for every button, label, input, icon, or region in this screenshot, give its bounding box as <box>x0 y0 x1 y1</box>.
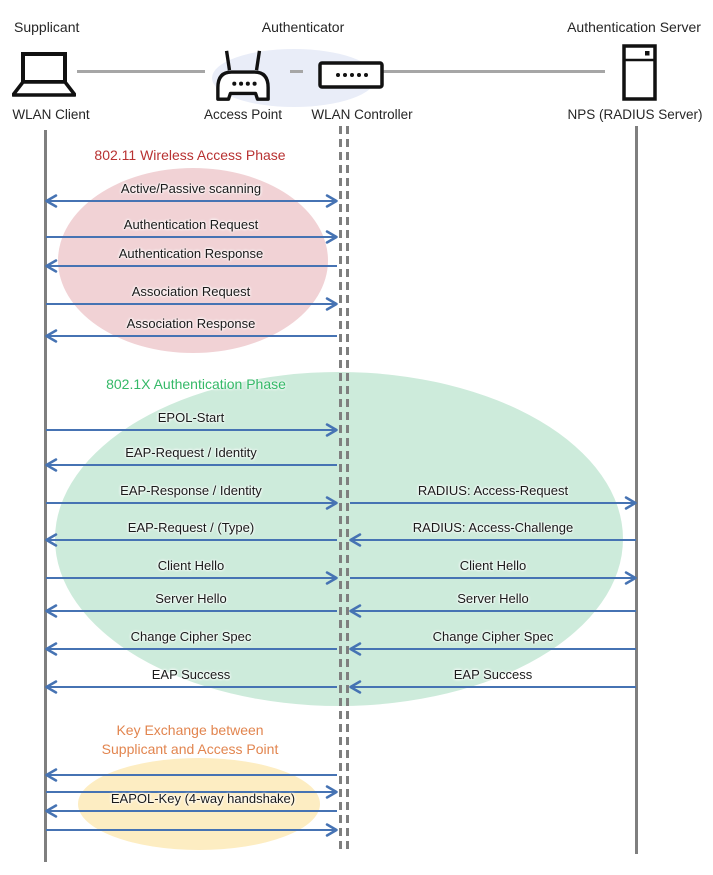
message-label: RADIUS: Access-Challenge <box>412 520 574 535</box>
access-point-icon <box>214 48 272 103</box>
lifeline-authenticator-inner <box>339 126 342 854</box>
message-arrow <box>45 604 337 618</box>
message-arrow <box>46 785 338 799</box>
device-wlan-controller: WLAN Controller <box>311 107 413 122</box>
message-arrow <box>45 329 337 343</box>
message-label: Active/Passive scanning <box>120 181 262 196</box>
message-arrow <box>45 768 337 782</box>
message-label: EAPOL-Key (4-way handshake) <box>110 791 296 806</box>
role-authenticator: Authenticator <box>261 19 345 35</box>
role-authentication-server: Authentication Server <box>567 19 701 35</box>
message-label: Authentication Response <box>118 246 264 261</box>
message-arrow <box>46 571 338 585</box>
phase3-title: Key Exchange between Supplicant and Acce… <box>102 721 279 759</box>
message-arrow <box>46 230 338 244</box>
phase2-title: 802.1X Authentication Phase <box>106 376 286 392</box>
message-arrow <box>45 804 337 818</box>
phase3-title-line2: Supplicant and Access Point <box>101 741 279 757</box>
lifeline-supplicant <box>44 130 47 862</box>
server-icon <box>622 44 657 101</box>
message-arrow <box>350 571 637 585</box>
message-label: Server Hello <box>155 591 227 606</box>
message-label: Association Response <box>126 316 256 331</box>
message-label: EAP Success <box>151 667 231 682</box>
lifeline-authenticator-outer <box>346 126 349 854</box>
message-arrow <box>349 533 636 547</box>
message-arrow <box>46 423 338 437</box>
message-label: RADIUS: Access-Request <box>417 483 569 498</box>
message-arrow <box>45 680 337 694</box>
phase1-ellipse <box>58 168 328 353</box>
message-arrow <box>45 642 337 656</box>
connector-line <box>383 70 605 73</box>
message-arrow <box>45 533 337 547</box>
phase3-ellipse <box>78 758 320 850</box>
message-label: Client Hello <box>157 558 225 573</box>
wlan-controller-icon <box>318 61 384 89</box>
message-arrow <box>46 823 338 837</box>
message-arrow <box>45 458 337 472</box>
message-label: Authentication Request <box>123 217 259 232</box>
message-label: Change Cipher Spec <box>432 629 554 644</box>
laptop-icon <box>12 52 76 98</box>
message-arrow <box>349 680 636 694</box>
message-label: Association Request <box>131 284 251 299</box>
message-label: EAP-Request / (Type) <box>127 520 255 535</box>
message-label: Client Hello <box>459 558 527 573</box>
message-arrow <box>45 194 338 208</box>
role-supplicant: Supplicant <box>14 19 80 35</box>
message-arrow <box>45 259 337 273</box>
message-label: Change Cipher Spec <box>130 629 252 644</box>
device-wlan-client: WLAN Client <box>12 107 90 122</box>
connector-line <box>77 70 205 73</box>
message-label: Server Hello <box>457 591 529 606</box>
message-arrow <box>46 496 338 510</box>
phase3-title-line1: Key Exchange between <box>116 722 264 738</box>
message-label: EPOL-Start <box>157 410 225 425</box>
device-nps-radius-server: NPS (RADIUS Server) <box>567 107 703 122</box>
connector-line <box>290 70 303 73</box>
message-arrow <box>46 297 338 311</box>
message-arrow <box>349 604 636 618</box>
device-access-point: Access Point <box>203 107 283 122</box>
lifeline-authentication-server <box>635 126 638 854</box>
message-arrow <box>350 496 637 510</box>
phase1-title: 802.11 Wireless Access Phase <box>94 147 286 163</box>
message-label: EAP-Request / Identity <box>125 445 257 460</box>
message-arrow <box>349 642 636 656</box>
message-label: EAP-Response / Identity <box>120 483 262 498</box>
message-label: EAP Success <box>453 667 533 682</box>
